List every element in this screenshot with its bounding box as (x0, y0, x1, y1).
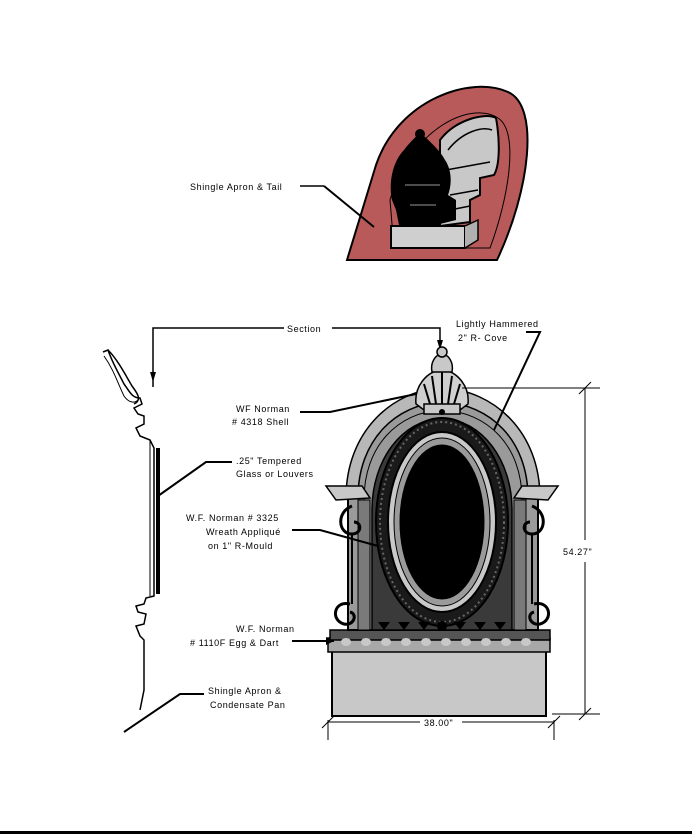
label-cove-2: 2" R- Cove (458, 333, 508, 343)
leader-cove (493, 331, 542, 431)
apron-base (331, 647, 547, 717)
left-bracket (324, 485, 372, 501)
label-top-apron: Shingle Apron & Tail (190, 182, 282, 192)
section-leader (150, 327, 443, 387)
label-egg-2: # 1110F Egg & Dart (190, 638, 279, 648)
dimension-height-label: 54.27" (563, 547, 592, 557)
label-shell-2: # 4318 Shell (232, 417, 289, 427)
section-profile (102, 349, 160, 711)
egg-dart-band (329, 629, 551, 641)
dormer-elevation (324, 346, 560, 717)
left-scrolls (334, 504, 362, 626)
roof-base-block (390, 225, 466, 249)
section-glass-band (156, 448, 160, 594)
label-wreath-2: Wreath Appliqué (206, 527, 281, 537)
label-shell-1: WF Norman (236, 404, 290, 414)
label-wreath-1: W.F. Norman # 3325 (186, 513, 279, 523)
leader-wreath (292, 529, 379, 547)
finial (430, 346, 454, 373)
oval-glass (399, 444, 485, 600)
label-cove-1: Lightly Hammered (456, 319, 539, 329)
section-outline (102, 349, 155, 711)
label-section: Section (287, 324, 321, 334)
right-scrolls (522, 504, 550, 626)
roof-finial-silhouette (390, 132, 456, 230)
dimension-width-label: 38.00" (424, 718, 453, 728)
roof-detail (345, 85, 529, 261)
dimension-height (462, 381, 600, 721)
label-apron-1: Shingle Apron & (208, 686, 282, 696)
right-bracket (512, 485, 560, 501)
label-wreath-3: on 1" R-Mould (208, 541, 273, 551)
leader-shell (300, 393, 417, 413)
label-glass-1: .25" Tempered (236, 456, 302, 466)
dimension-width (321, 715, 561, 740)
shell-ornament (415, 369, 469, 415)
label-glass-2: Glass or Louvers (236, 469, 314, 479)
drop-ornaments (378, 621, 506, 631)
leader-glass (157, 461, 232, 497)
label-egg-1: W.F. Norman (236, 624, 295, 634)
bottom-border (0, 831, 692, 834)
leader-apron (123, 693, 204, 733)
label-apron-2: Condensate Pan (210, 700, 285, 710)
